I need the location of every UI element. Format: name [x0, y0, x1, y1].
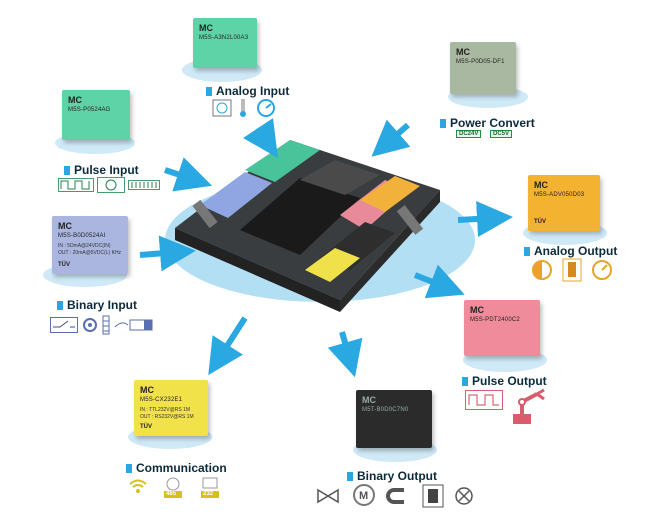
label-marker	[64, 165, 70, 175]
module-spec-out: OUT : RS232V@RS 1M	[140, 414, 194, 420]
pulse-input-module: MC M5S-P0524AG	[62, 90, 130, 140]
analog-output-module: MC M5S-ADV050D03 TÜV	[528, 175, 600, 231]
module-model: M5S-PDT2400C2	[470, 317, 520, 323]
sensor-probe-icon	[114, 319, 153, 331]
label-marker	[57, 300, 63, 310]
label-binary-input: Binary Input	[57, 298, 137, 312]
communication-module: MC M5S-CX232E1 IN : TTL232V@RS 1M OUT : …	[134, 380, 208, 436]
module-brand: MC	[68, 95, 82, 105]
label-text: Pulse Input	[74, 163, 139, 177]
module-spec-out: OUT : 20mA@5VDC(L) KHz	[58, 250, 122, 256]
module-brand: MC	[199, 23, 213, 33]
magnet-icon	[386, 488, 404, 504]
analog-input-module: MC M5S-A3N2L00A3	[193, 18, 257, 68]
module-brand: MC	[362, 395, 376, 405]
module-brand: MC	[534, 180, 548, 190]
module-model: M5S-B0D0524AI	[58, 233, 106, 239]
label-marker	[524, 246, 530, 256]
limit-switch-icon	[102, 315, 110, 335]
module-model: M5S-P0D05-DF1	[456, 59, 505, 65]
module-model: M5T-B0D0C7N0	[362, 407, 409, 413]
wifi-icon	[129, 479, 147, 493]
relay-icon	[422, 484, 444, 508]
valve-actuator-icon	[562, 258, 582, 282]
module-model: M5S-P0524AG	[68, 107, 111, 113]
label-text: Binary Input	[67, 298, 138, 312]
label-text: Analog Input	[216, 84, 290, 98]
label-marker	[206, 86, 212, 96]
module-brand: MC	[470, 305, 484, 315]
label-text: Communication	[136, 461, 227, 475]
rs485-label: 485	[166, 491, 177, 497]
half-circle-icon	[532, 260, 552, 280]
rs232-label: 232	[203, 491, 214, 497]
label-marker	[440, 118, 446, 128]
gauge-icon	[212, 99, 232, 117]
label-text: Pulse Output	[472, 374, 547, 388]
svg-text:M: M	[359, 490, 368, 502]
module-spec-in: IN : 5DmA@24VDC(IN)	[58, 243, 111, 249]
module-brand: MC	[456, 47, 470, 57]
square-wave-icon	[465, 390, 503, 410]
label-text: Analog Output	[534, 244, 618, 258]
module-model: M5S-CX232E1	[140, 397, 183, 403]
label-analog-output: Analog Output	[524, 244, 617, 258]
module-model: M5S-ADV050D03	[534, 192, 585, 198]
valve-icon	[317, 488, 339, 504]
module-brand: MC	[58, 221, 72, 231]
square-wave-icon	[58, 178, 94, 192]
module-model: M5S-A3N2L00A3	[199, 35, 249, 41]
module-brand: MC	[140, 385, 154, 395]
binary-input-module: MC M5S-B0D0524AI IN : 5DmA@24VDC(IN) OUT…	[52, 216, 128, 274]
module-cert: TÜV	[140, 424, 152, 430]
label-communication: Communication	[126, 461, 227, 475]
motor-icon: M	[353, 484, 375, 506]
label-text: Power Convert	[450, 116, 535, 130]
dial-icon	[257, 99, 275, 117]
scale-icon	[128, 180, 160, 190]
arrows	[139, 118, 513, 378]
label-pulse-output: Pulse Output	[462, 374, 547, 388]
pulse-output-module: MC M5S-PDT2400C2	[464, 300, 540, 356]
module-cert: TÜV	[534, 219, 546, 225]
thermometer-icon	[240, 99, 246, 117]
label-power-convert: Power Convert	[440, 116, 535, 130]
tag-power-in: DC24V	[456, 130, 482, 138]
binary-output-module: MC M5T-B0D0C7N0	[356, 390, 432, 448]
proximity-sensor-icon	[83, 318, 97, 332]
robot-arm-icon	[513, 388, 545, 424]
label-marker	[126, 463, 132, 473]
label-pulse-input: Pulse Input	[64, 163, 139, 177]
module-spec-in: IN : TTL232V@RS 1M	[140, 407, 190, 413]
label-text: Binary Output	[357, 469, 437, 483]
label-marker	[347, 471, 353, 481]
flow-meter-icon	[97, 177, 125, 193]
label-binary-output: Binary Output	[347, 469, 437, 483]
power-convert-module: MC M5S-P0D05-DF1	[450, 42, 516, 94]
switch-icon	[50, 317, 78, 333]
tag-power-out: DC5V	[490, 130, 513, 138]
module-cert: TÜV	[58, 262, 70, 268]
rs485-port-icon: 485	[163, 476, 183, 498]
lamp-icon	[455, 487, 473, 505]
label-analog-input: Analog Input	[206, 84, 289, 98]
dial-icon	[592, 260, 612, 280]
rs232-port-icon: 232	[200, 476, 220, 498]
central-board	[175, 140, 440, 312]
label-marker	[462, 376, 468, 386]
